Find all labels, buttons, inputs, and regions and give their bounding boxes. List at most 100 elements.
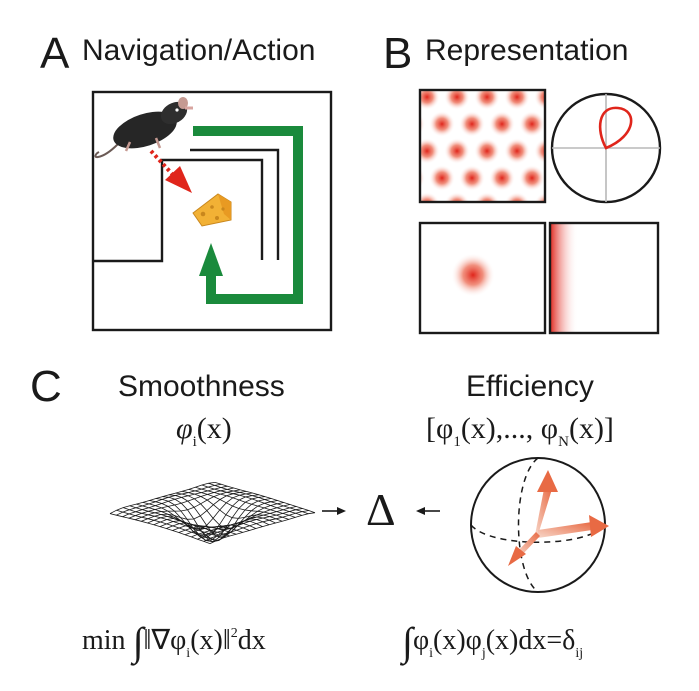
vector-open: [φ bbox=[426, 412, 454, 445]
grid-firing-field bbox=[504, 90, 530, 110]
mouse-icon bbox=[94, 97, 193, 159]
direction-arrow-icon bbox=[149, 149, 192, 193]
panel-b-letter: B bbox=[383, 29, 413, 78]
mesh-line bbox=[155, 498, 257, 541]
product-term: (x)φ bbox=[433, 625, 482, 656]
panel-a-letter: A bbox=[40, 29, 70, 78]
smoothness-formula: min ∫‖∇φi(x)‖2dx bbox=[82, 622, 266, 662]
maze bbox=[91, 90, 333, 332]
grid-firing-field bbox=[384, 138, 410, 164]
subscript-i: i bbox=[192, 434, 197, 450]
mesh-line bbox=[214, 482, 316, 514]
grid-firing-field bbox=[420, 90, 440, 110]
phi-symbol: φ bbox=[176, 412, 193, 445]
smoothness-function: φi(x) bbox=[176, 414, 232, 450]
grid-firing-field bbox=[429, 57, 455, 83]
gradient-norm: ‖∇φ bbox=[143, 625, 187, 656]
grid-firing-field bbox=[384, 84, 410, 110]
smoothness-title: Smoothness bbox=[118, 370, 285, 403]
grid-firing-field bbox=[444, 138, 470, 164]
arrow-right-to-delta bbox=[416, 507, 440, 515]
mesh-line bbox=[109, 482, 216, 514]
mesh-line bbox=[209, 512, 316, 544]
mesh-line bbox=[166, 498, 272, 541]
mesh-line bbox=[188, 489, 289, 520]
integral-sign: ∫ bbox=[132, 619, 144, 664]
grid-firing-field bbox=[519, 57, 545, 83]
mesh-line bbox=[201, 484, 303, 516]
efficiency-formula: ∫φi(x)φj(x)dx=δij bbox=[402, 622, 583, 662]
subscript-1: 1 bbox=[453, 434, 461, 450]
mesh-line bbox=[172, 500, 278, 536]
grid-firing-field bbox=[489, 57, 515, 83]
grid-firing-field bbox=[534, 138, 545, 164]
grid-firing-field bbox=[504, 192, 530, 202]
vector-close: (x)] bbox=[568, 412, 614, 445]
maze-outer-wall bbox=[91, 90, 333, 332]
place-cell-map bbox=[418, 221, 547, 335]
efficiency-vector: [φ1(x),..., φN(x)] bbox=[426, 414, 614, 450]
vector-middle: (x),..., φ bbox=[460, 412, 559, 445]
grid-firing-field bbox=[474, 192, 500, 202]
equals-delta: (x)dx=δ bbox=[485, 625, 576, 656]
grid-firing-field bbox=[474, 138, 500, 164]
grid-firing-field bbox=[504, 138, 530, 164]
mesh-line bbox=[175, 492, 276, 529]
grid-firing-field bbox=[459, 111, 485, 137]
mesh-line bbox=[169, 494, 270, 538]
grid-firing-field bbox=[384, 192, 410, 218]
grid-firing-field bbox=[420, 167, 425, 189]
grid-firing-field bbox=[429, 165, 455, 191]
grid-firing-field bbox=[489, 111, 515, 137]
grid-firing-field bbox=[549, 57, 575, 83]
grid-firing-field bbox=[459, 57, 485, 83]
mesh-line bbox=[178, 502, 284, 533]
min-operator: min bbox=[82, 625, 126, 656]
maze-inner-wall-2 bbox=[190, 148, 280, 260]
maze-path bbox=[193, 126, 303, 304]
smooth-surface-mesh bbox=[109, 482, 316, 544]
grid-firing-field bbox=[444, 90, 470, 110]
arrow-left-to-delta bbox=[322, 507, 346, 515]
subscript-i: i bbox=[186, 646, 191, 661]
mesh-line bbox=[203, 510, 309, 542]
subscript-j: j bbox=[481, 646, 486, 661]
grid-firing-field bbox=[444, 192, 470, 202]
grid-firing-field bbox=[420, 138, 440, 164]
grid-firing-field bbox=[399, 57, 425, 83]
panel-c-letter: C bbox=[30, 362, 62, 411]
grid-firing-field bbox=[474, 90, 500, 110]
border-cell-map bbox=[548, 221, 660, 335]
grid-cell-map bbox=[384, 57, 605, 218]
integral-sign: ∫ bbox=[402, 619, 413, 664]
subscript-ij: ij bbox=[575, 646, 584, 661]
phi-symbol: φ bbox=[412, 625, 430, 656]
function-argument: (x) bbox=[196, 412, 232, 445]
orthogonal-basis-sphere bbox=[470, 457, 609, 593]
subscript-i: i bbox=[429, 646, 434, 661]
cheese-icon bbox=[192, 193, 232, 227]
mesh-line bbox=[191, 506, 297, 538]
subscript-n: N bbox=[558, 434, 569, 450]
mesh-line bbox=[159, 496, 266, 543]
superscript-2: 2 bbox=[230, 626, 238, 641]
delta-symbol: Δ bbox=[366, 484, 396, 535]
maze-inner-wall-1 bbox=[93, 158, 264, 263]
path-arrowhead bbox=[199, 243, 223, 276]
norm-close: (x)‖ bbox=[190, 625, 231, 656]
grid-firing-field bbox=[519, 111, 545, 137]
mesh-line bbox=[197, 508, 303, 540]
grid-firing-field bbox=[489, 165, 515, 191]
grid-firing-field bbox=[459, 165, 485, 191]
grid-firing-field bbox=[519, 165, 545, 191]
mesh-line bbox=[195, 486, 296, 518]
mesh-line bbox=[182, 490, 283, 522]
grid-firing-field bbox=[534, 90, 545, 110]
grid-firing-field bbox=[579, 57, 605, 83]
grid-firing-field bbox=[420, 113, 425, 135]
grid-firing-field bbox=[429, 111, 455, 137]
head-direction-plot bbox=[550, 92, 662, 204]
panel-a-title: Navigation/Action bbox=[82, 34, 316, 67]
grid-firing-field bbox=[420, 192, 440, 202]
